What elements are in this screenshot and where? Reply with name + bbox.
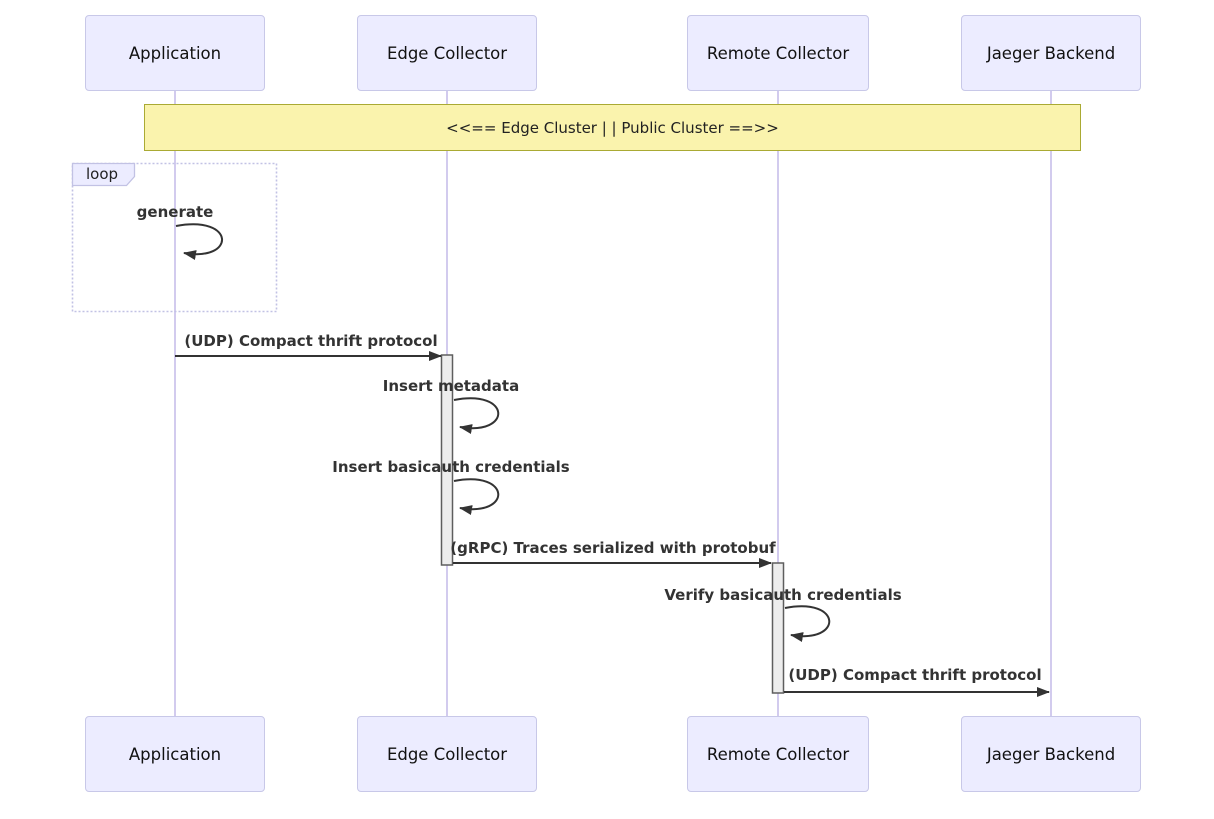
loop-label-tab	[71, 162, 136, 187]
self-arrow-verify-basicauth	[784, 605, 831, 642]
actor-top-application: Application	[85, 15, 265, 91]
message-udp-thrift-1: (UDP) Compact thrift protocol	[184, 332, 438, 350]
message-grpc-protobuf: (gRPC) Traces serialized with protobuf	[450, 539, 776, 557]
message-udp-thrift-2: (UDP) Compact thrift protocol	[788, 666, 1042, 684]
actor-bottom-application: Application	[85, 716, 265, 792]
actor-top-remote-collector: Remote Collector	[687, 15, 869, 91]
loop-frame	[71, 162, 278, 313]
activation-edge-collector	[440, 354, 454, 566]
loop-label: loop	[72, 163, 132, 184]
actor-label: Application	[128, 43, 222, 63]
actor-bottom-edge-collector: Edge Collector	[357, 716, 537, 792]
self-arrow-generate	[175, 223, 223, 260]
self-arrow-insert-basicauth	[453, 478, 500, 515]
actor-label: Edge Collector	[386, 744, 508, 764]
actor-label: Remote Collector	[706, 744, 850, 764]
message-generate: generate	[136, 203, 214, 221]
cluster-note-text: <<== Edge Cluster | | Public Cluster ==>…	[446, 118, 779, 137]
actor-label: Application	[128, 744, 222, 764]
message-insert-metadata: Insert metadata	[382, 377, 520, 395]
cluster-note: <<== Edge Cluster | | Public Cluster ==>…	[144, 104, 1081, 151]
activation-remote-collector	[771, 562, 785, 694]
message-verify-basicauth: Verify basicauth credentials	[664, 586, 902, 604]
actor-label: Remote Collector	[706, 43, 850, 63]
actor-label: Edge Collector	[386, 43, 508, 63]
actor-top-jaeger-backend: Jaeger Backend	[961, 15, 1141, 91]
actor-top-edge-collector: Edge Collector	[357, 15, 537, 91]
loop-label-text: loop	[85, 164, 119, 183]
self-arrow-insert-metadata	[453, 397, 500, 434]
actor-label: Jaeger Backend	[986, 744, 1116, 764]
actor-label: Jaeger Backend	[986, 43, 1116, 63]
actor-bottom-remote-collector: Remote Collector	[687, 716, 869, 792]
actor-bottom-jaeger-backend: Jaeger Backend	[961, 716, 1141, 792]
message-insert-basicauth: Insert basicauth credentials	[332, 458, 570, 476]
